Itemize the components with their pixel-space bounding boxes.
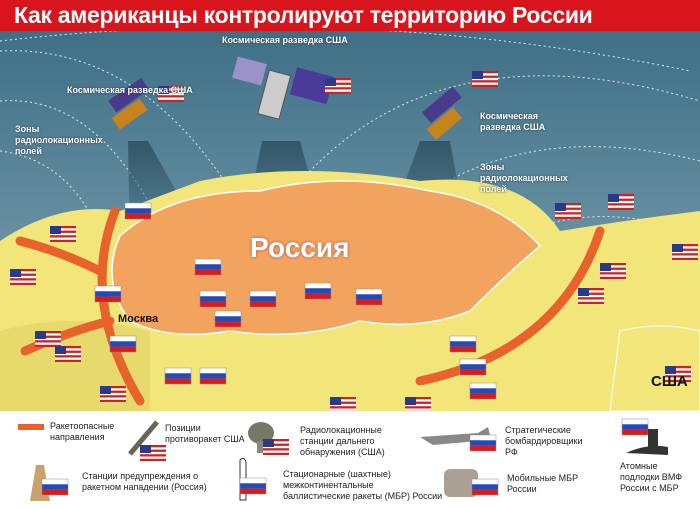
legend-label: Стационарные (шахтные) межконтинентальны… <box>283 469 443 501</box>
submarine-icon <box>621 418 668 455</box>
satellite-label: Космическая разведка США <box>222 35 348 45</box>
legend-label: Стратегические бомбардировщики РФ <box>505 425 583 457</box>
mobile-icbm-icon <box>444 469 499 497</box>
legend-label: Мобильные МБР России <box>507 473 579 494</box>
bomber-icon <box>420 427 497 452</box>
north-america <box>609 325 700 412</box>
legend-label: Позиции противоракет США <box>165 423 245 444</box>
map-graphic <box>0 25 700 413</box>
silo-missile-icon <box>239 457 267 501</box>
radar-dish-icon <box>248 422 289 455</box>
legend-label: Станции предупреждения о ракетном нападе… <box>82 471 207 492</box>
missile-launcher-icon <box>128 420 166 461</box>
legend: Ракетоопасные направления Позиции против… <box>0 411 700 508</box>
russia-label: Россия <box>250 232 350 263</box>
satellite-label: Космическая разведка США <box>67 85 193 95</box>
page-title: Как американцы контролируют территорию Р… <box>0 0 700 31</box>
moscow-label: Москва <box>118 313 159 325</box>
red-arrow-icon <box>18 424 44 430</box>
legend-label: Ракетоопасные направления <box>50 421 115 442</box>
missile-direction-arrows <box>15 206 605 406</box>
radar-zone-label: Зоны радиолокационных полей <box>15 124 103 156</box>
radar-zone-label: Зоны радиолокационных полей <box>480 162 568 194</box>
usa-label: США <box>651 373 688 390</box>
spy-satellites <box>108 56 498 140</box>
map: Космическая разведка США Космическая раз… <box>0 25 700 413</box>
legend-label: Радиолокационные станции дальнего обнару… <box>300 425 385 457</box>
satellite-label: Космическая разведка США <box>480 111 546 132</box>
legend-label: Атомные подлодки ВМФ России с МБР <box>620 461 683 493</box>
warning-station-icon <box>30 465 69 501</box>
